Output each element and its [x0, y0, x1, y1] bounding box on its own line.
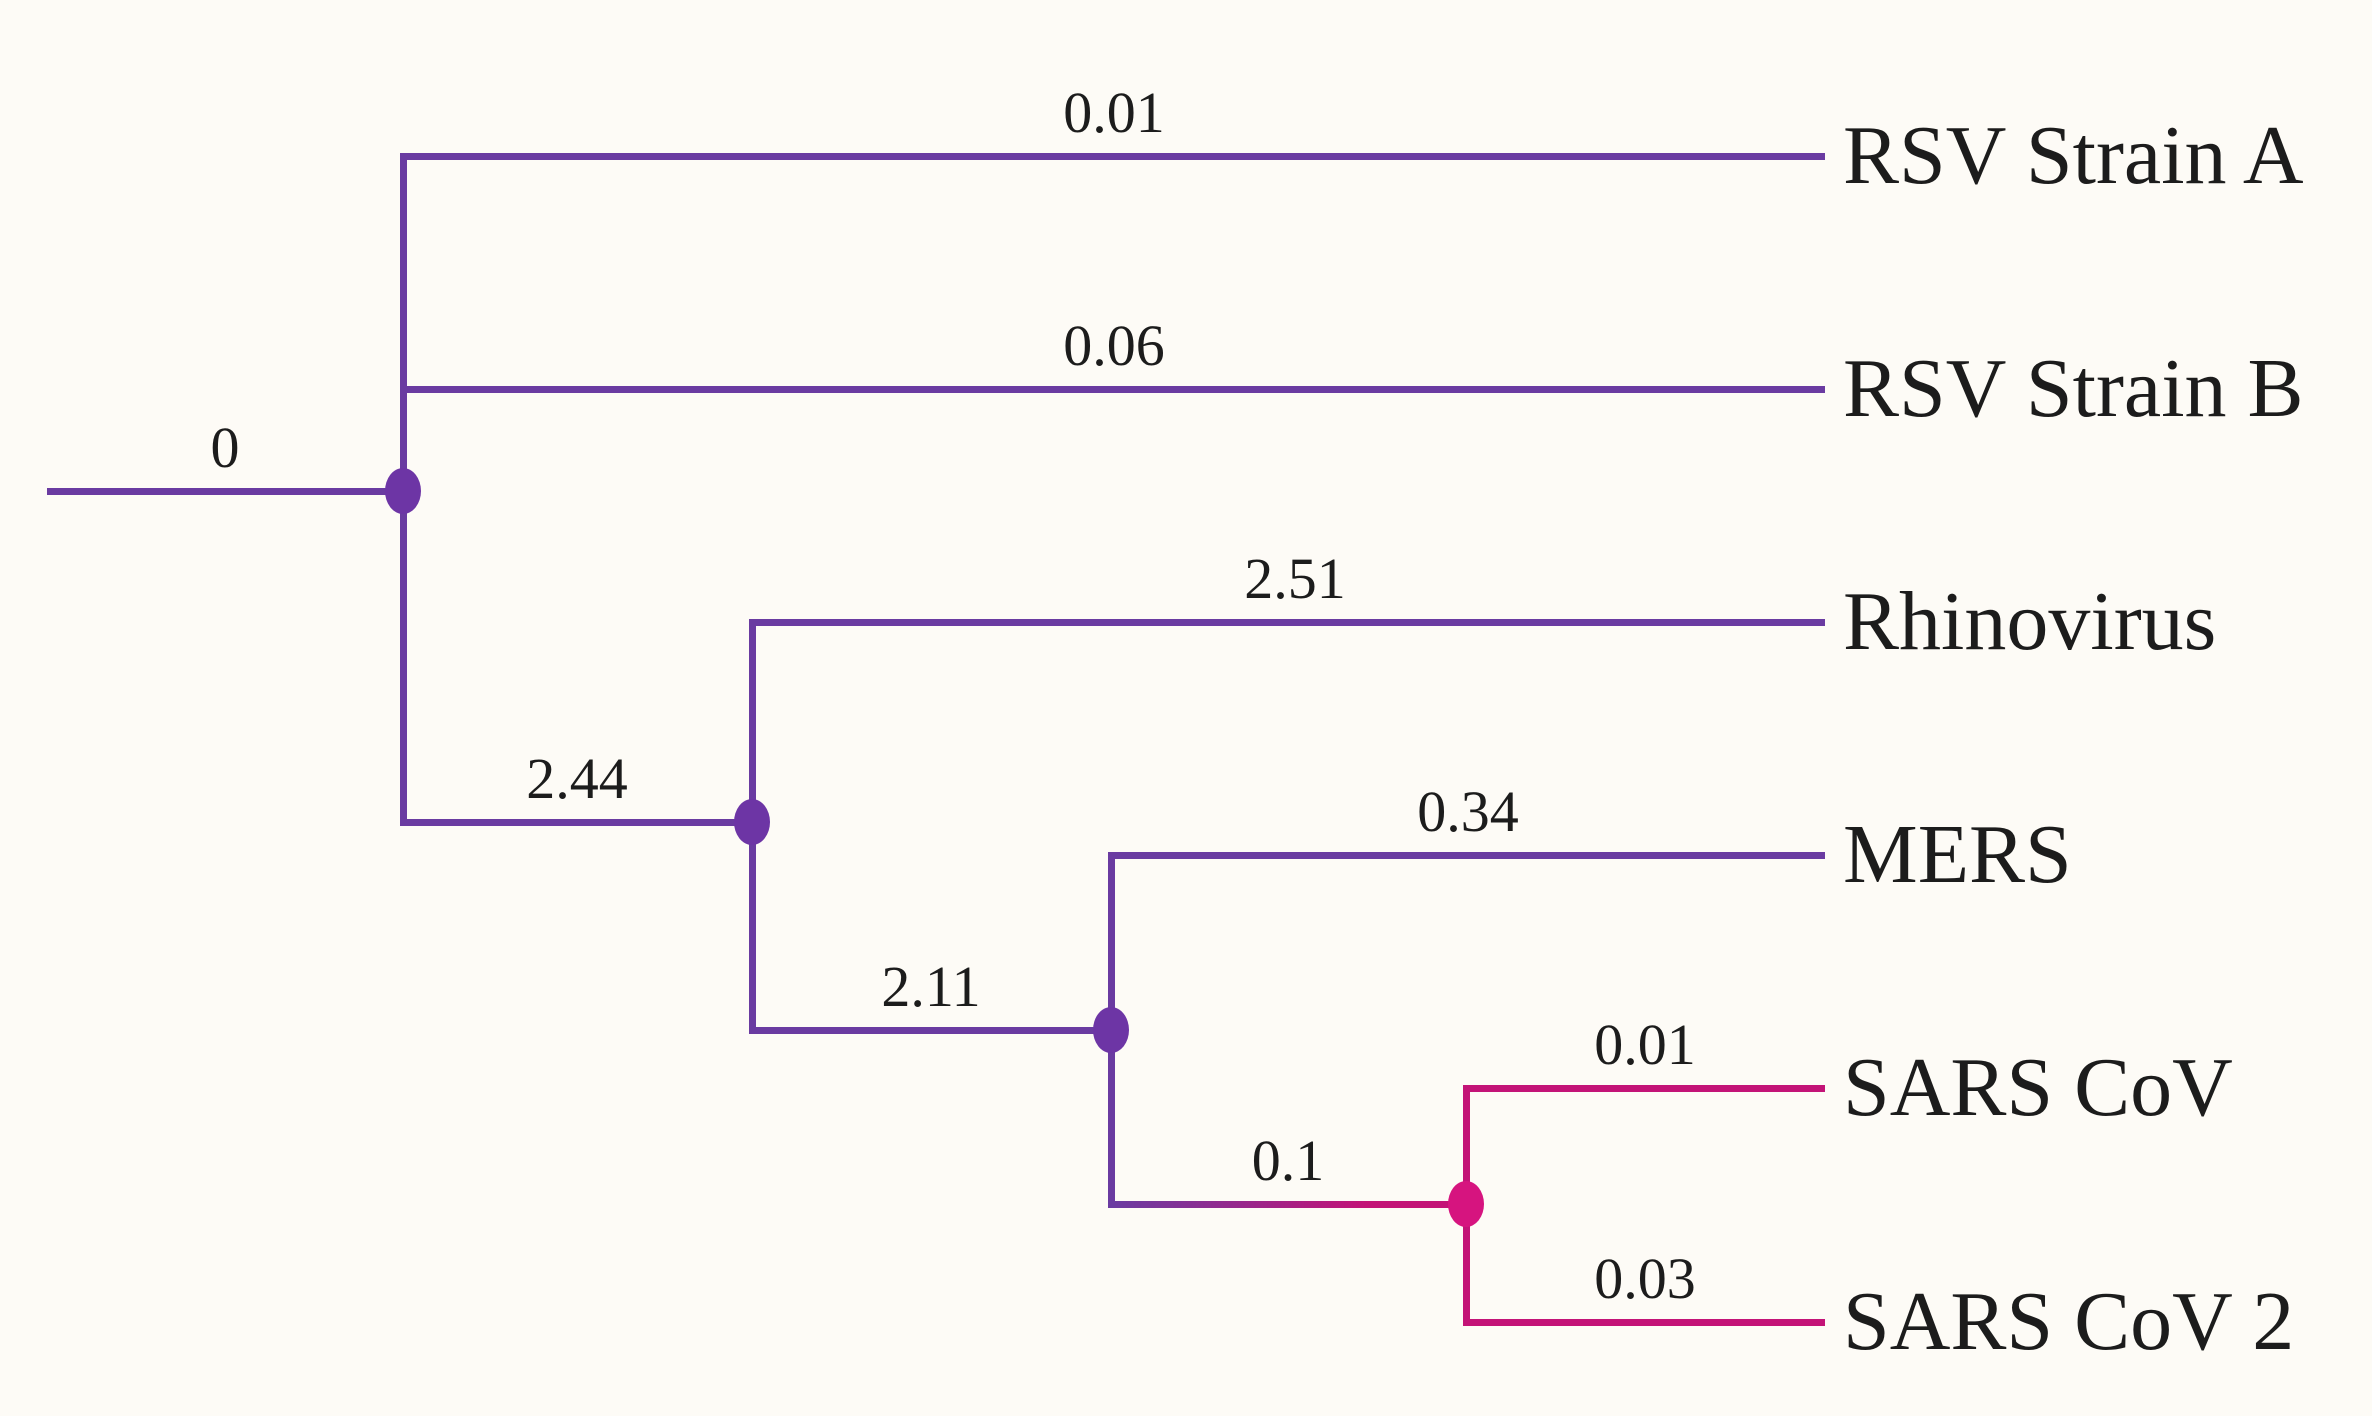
taxon-label-mers: MERS [1843, 808, 2072, 901]
branch-root [47, 488, 403, 495]
branch-length-sars-cov: 0.01 [1594, 1012, 1696, 1077]
branch-clade-sars [1111, 1201, 1466, 1208]
branch-length-rhinovirus: 2.51 [1244, 546, 1346, 611]
branch-length-root: 0 [210, 415, 240, 480]
node-dot-root [385, 468, 421, 514]
branch-length-rsv-b: 0.06 [1063, 313, 1165, 378]
branch-rhinovirus [752, 619, 1825, 626]
branch-sars-cov [1466, 1085, 1825, 1092]
node-dot-clade-cov [1093, 1007, 1129, 1053]
taxon-label-sars-cov: SARS CoV [1843, 1041, 2233, 1134]
branch-length-clade-sars: 0.1 [1251, 1128, 1325, 1193]
taxon-label-rhinovirus: Rhinovirus [1843, 575, 2217, 668]
branch-rsv-a [403, 153, 1825, 160]
taxon-label-rsv-a: RSV Strain A [1843, 109, 2304, 202]
node-dot-clade-sars [1448, 1181, 1484, 1227]
node-dot-clade-non-rsv [734, 799, 770, 845]
branch-length-clade-cov: 2.11 [881, 954, 981, 1019]
branch-length-sars-cov-2: 0.03 [1594, 1246, 1696, 1311]
branch-rsv-b [403, 386, 1825, 393]
taxon-label-sars-cov-2: SARS CoV 2 [1843, 1275, 2295, 1368]
branch-mers [1111, 852, 1825, 859]
branch-length-rsv-a: 0.01 [1063, 80, 1165, 145]
taxon-label-rsv-b: RSV Strain B [1843, 342, 2304, 435]
branch-clade-cov [752, 1027, 1111, 1034]
branch-sars-cov-2 [1466, 1319, 1825, 1326]
branch-length-mers: 0.34 [1417, 779, 1519, 844]
branch-clade-non-rsv [403, 819, 752, 826]
branch-length-clade-non-rsv: 2.44 [526, 746, 628, 811]
